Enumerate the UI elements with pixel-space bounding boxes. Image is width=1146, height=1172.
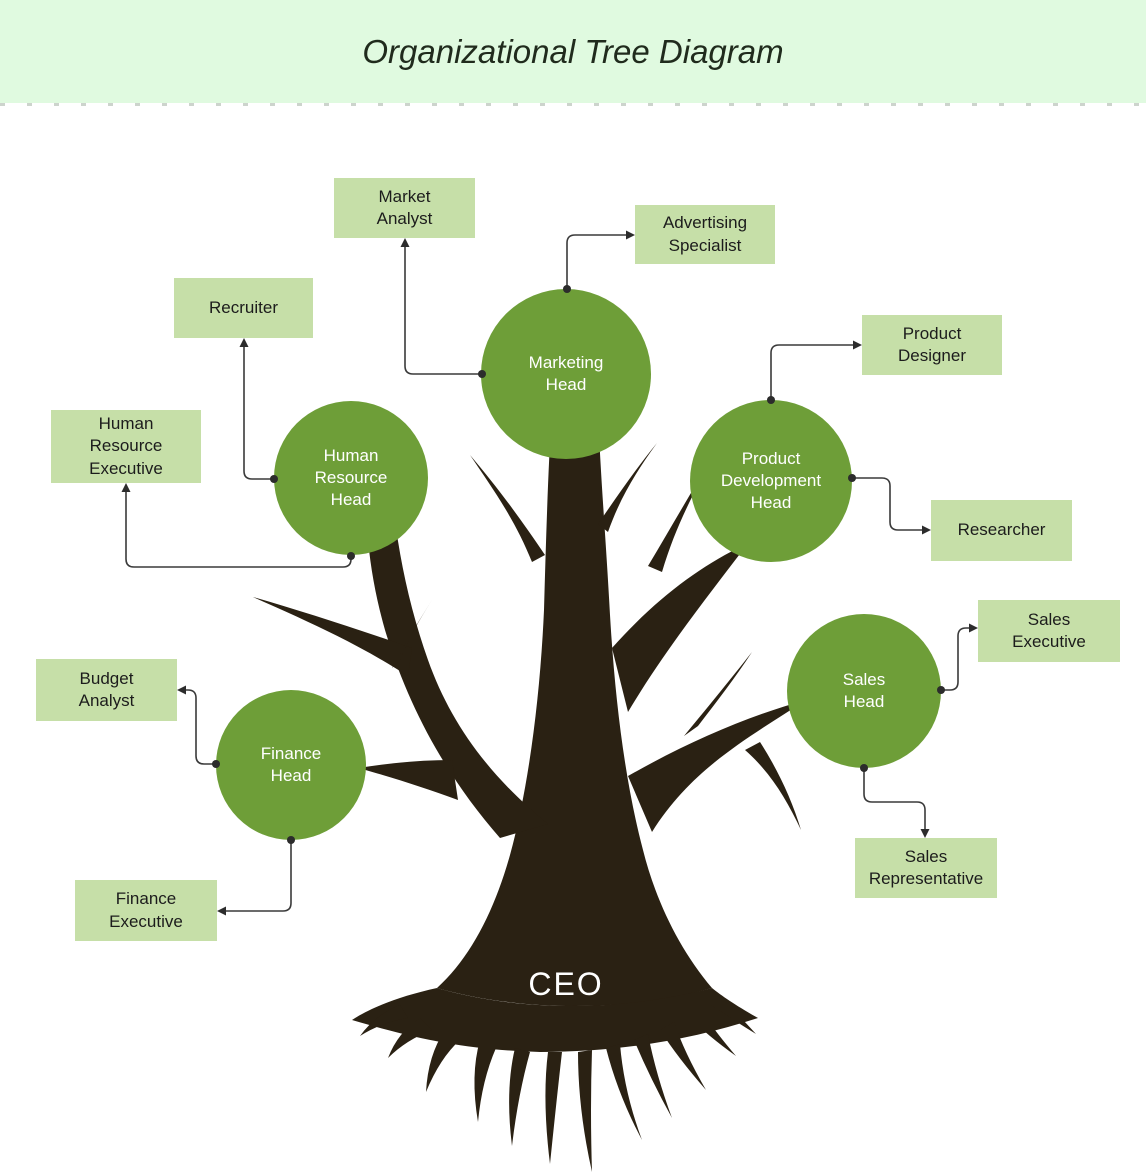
node-market-analyst[interactable]: Market Analyst xyxy=(334,178,475,238)
node-budget-analyst[interactable]: Budget Analyst xyxy=(36,659,177,721)
node-label: Recruiter xyxy=(209,297,278,317)
node-product-designer[interactable]: Product Designer xyxy=(862,315,1002,375)
node-label: Researcher xyxy=(957,520,1046,540)
tree-silhouette xyxy=(253,408,806,1172)
node-advertising-specialist[interactable]: Advertising Specialist xyxy=(635,205,775,264)
node-label: Sales Representative xyxy=(868,846,984,888)
node-sales-head[interactable]: Sales Head xyxy=(787,614,941,768)
node-researcher[interactable]: Researcher xyxy=(931,500,1072,561)
node-finance-head[interactable]: Finance Head xyxy=(216,690,366,840)
node-ceo-label[interactable]: CEO xyxy=(528,966,604,1002)
node-product-development-head[interactable]: Product Development Head xyxy=(690,400,852,562)
node-label: Advertising Specialist xyxy=(662,213,748,255)
header-tick-border xyxy=(0,103,1146,106)
node-label: Sales Head xyxy=(842,669,886,711)
node-sales-representative[interactable]: Sales Representative xyxy=(855,838,997,898)
node-label: Product Designer xyxy=(897,323,967,365)
tree-trunk xyxy=(437,408,712,1006)
node-label: Marketing Head xyxy=(528,352,604,394)
node-label: Sales Executive xyxy=(1012,609,1086,651)
node-label: Budget Analyst xyxy=(78,668,135,710)
node-sales-executive[interactable]: Sales Executive xyxy=(978,600,1120,662)
node-human-resource-head[interactable]: Human Resource Head xyxy=(274,401,428,555)
node-label: Human Resource Executive xyxy=(89,414,163,478)
node-human-resource-executive[interactable]: Human Resource Executive xyxy=(51,410,201,483)
node-marketing-head[interactable]: Marketing Head xyxy=(481,289,651,459)
node-label: Market Analyst xyxy=(376,186,433,228)
node-label: Human Resource Head xyxy=(314,445,388,510)
node-recruiter[interactable]: Recruiter xyxy=(174,278,313,338)
node-label: Finance Executive xyxy=(109,889,183,931)
node-label: Finance Head xyxy=(260,743,322,785)
header-banner: Organizational Tree Diagram xyxy=(0,0,1146,103)
page-title: Organizational Tree Diagram xyxy=(362,32,784,70)
tree-roots xyxy=(360,996,756,1172)
node-label: Product Development Head xyxy=(720,448,822,513)
node-finance-executive[interactable]: Finance Executive xyxy=(75,880,217,941)
